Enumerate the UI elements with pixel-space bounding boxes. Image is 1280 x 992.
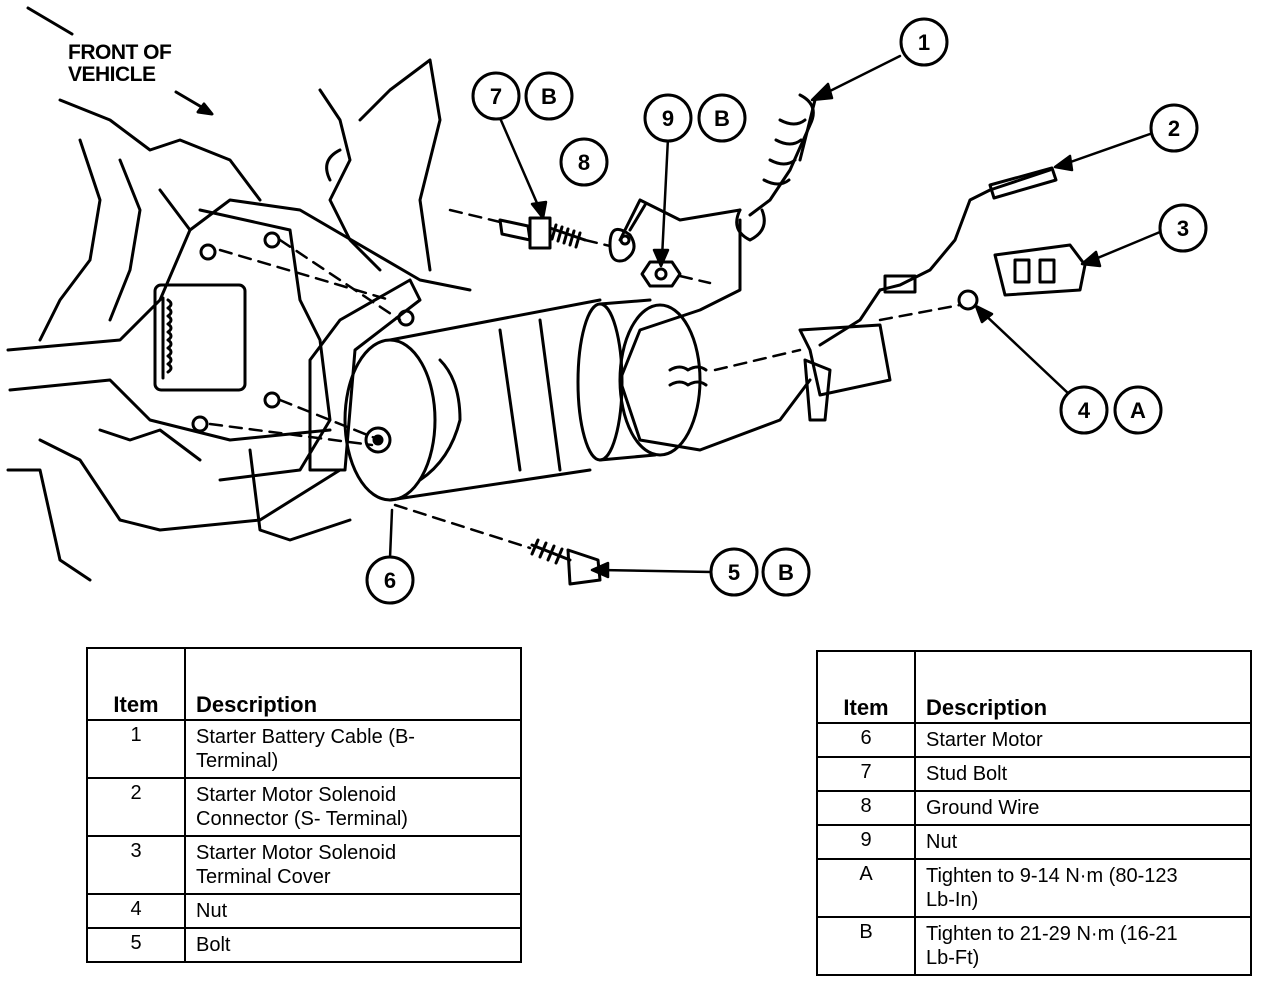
starter-motor [308, 278, 708, 502]
table-row: 9 Nut [816, 824, 1252, 860]
solenoid-connector-wire [798, 166, 1058, 422]
legend-left-header-row: Item Description [86, 647, 522, 721]
legend-item-description: Starter Motor [914, 722, 1252, 758]
leader-lines [388, 54, 1162, 579]
table-row: 4 Nut [86, 893, 522, 929]
legend-item-description: Starter Motor Solenoid Terminal Cover [184, 835, 522, 895]
callout-3: 3 [1158, 203, 1208, 253]
table-row: 7 Stud Bolt [816, 756, 1252, 792]
legend-item-number: 5 [86, 927, 186, 963]
callout-9-number: 9 [662, 106, 674, 131]
table-row: 3 Starter Motor Solenoid Terminal Cover [86, 835, 522, 895]
table-row: 8 Ground Wire [816, 790, 1252, 826]
terminal-cover [993, 243, 1087, 297]
callout-7-letter: B [541, 84, 557, 109]
legend-item-number: 1 [86, 719, 186, 779]
callout-8: 8 [559, 137, 609, 187]
legend-item-description: Tighten to 9-14 N·m (80-123 Lb-In) [914, 858, 1252, 918]
legend-item-description: Tighten to 21-29 N·m (16-21 Lb-Ft) [914, 916, 1252, 976]
legend-table-left: Item Description 1 Starter Battery Cable… [86, 647, 522, 963]
table-row: 5 Bolt [86, 927, 522, 963]
legend-item-description: Starter Battery Cable (B- Terminal) [184, 719, 522, 779]
legend-item-number: 6 [816, 722, 916, 758]
legend-left-description-header: Description [184, 647, 522, 721]
callout-8-number: 8 [578, 150, 590, 175]
legend-item-number: 9 [816, 824, 916, 860]
legend-right-description-header: Description [914, 650, 1252, 724]
callout-7-number: 7 [490, 84, 502, 109]
callout-3-number: 3 [1177, 216, 1189, 241]
legend-item-number: B [816, 916, 916, 976]
legend-item-number: 3 [86, 835, 186, 895]
callout-5-letter: B [778, 560, 794, 585]
legend-item-number: 7 [816, 756, 916, 792]
nut-9 [640, 260, 682, 288]
callout-9-letter: B [714, 106, 730, 131]
legend-table-right: Item Description 6 Starter Motor 7 Stud … [816, 650, 1252, 976]
table-row: 6 Starter Motor [816, 722, 1252, 758]
callout-7: 7 B [471, 71, 574, 121]
callout-6-number: 6 [384, 568, 396, 593]
front-arrow [26, 6, 214, 116]
legend-item-number: 2 [86, 777, 186, 837]
legend-item-description: Nut [184, 893, 522, 929]
legend-left-item-header: Item [86, 647, 186, 721]
legend-item-description: Starter Motor Solenoid Connector (S- Ter… [184, 777, 522, 837]
legend-item-description: Stud Bolt [914, 756, 1252, 792]
nut-4 [957, 289, 979, 311]
callout-4-letter: A [1130, 398, 1146, 423]
stud-bolt [498, 216, 587, 250]
callout-6: 6 [365, 555, 415, 605]
table-row: 1 Starter Battery Cable (B- Terminal) [86, 719, 522, 779]
callout-2-number: 2 [1168, 116, 1180, 141]
legend-item-number: 4 [86, 893, 186, 929]
table-row: 2 Starter Motor Solenoid Connector (S- T… [86, 777, 522, 837]
callout-4: 4 A [1059, 385, 1163, 435]
legend-item-description: Nut [914, 824, 1252, 860]
callout-1-number: 1 [918, 30, 930, 55]
legend-item-number: A [816, 858, 916, 918]
bolt-5 [530, 538, 602, 586]
front-of-vehicle-label: FRONT OF VEHICLE [68, 41, 172, 86]
callout-5: 5 B [709, 547, 811, 597]
callout-9: 9 B [643, 93, 747, 143]
callout-1: 1 [899, 17, 949, 67]
legend-item-description: Ground Wire [914, 790, 1252, 826]
callout-5-number: 5 [728, 560, 740, 585]
legend-right-item-header: Item [816, 650, 916, 724]
ground-wire [608, 203, 647, 263]
starter-motor-diagram: 1 2 3 4 A 5 B 6 7 B 8 9 B [6, 6, 1208, 605]
table-row: B Tighten to 21-29 N·m (16-21 Lb-Ft) [816, 916, 1252, 976]
table-row: A Tighten to 9-14 N·m (80-123 Lb-In) [816, 858, 1252, 918]
battery-cable [618, 93, 817, 452]
callout-2: 2 [1149, 103, 1199, 153]
legend-item-description: Bolt [184, 927, 522, 963]
legend-item-number: 8 [816, 790, 916, 826]
callout-4-number: 4 [1078, 398, 1091, 423]
legend-right-header-row: Item Description [816, 650, 1252, 724]
assembly-lines [208, 208, 962, 550]
